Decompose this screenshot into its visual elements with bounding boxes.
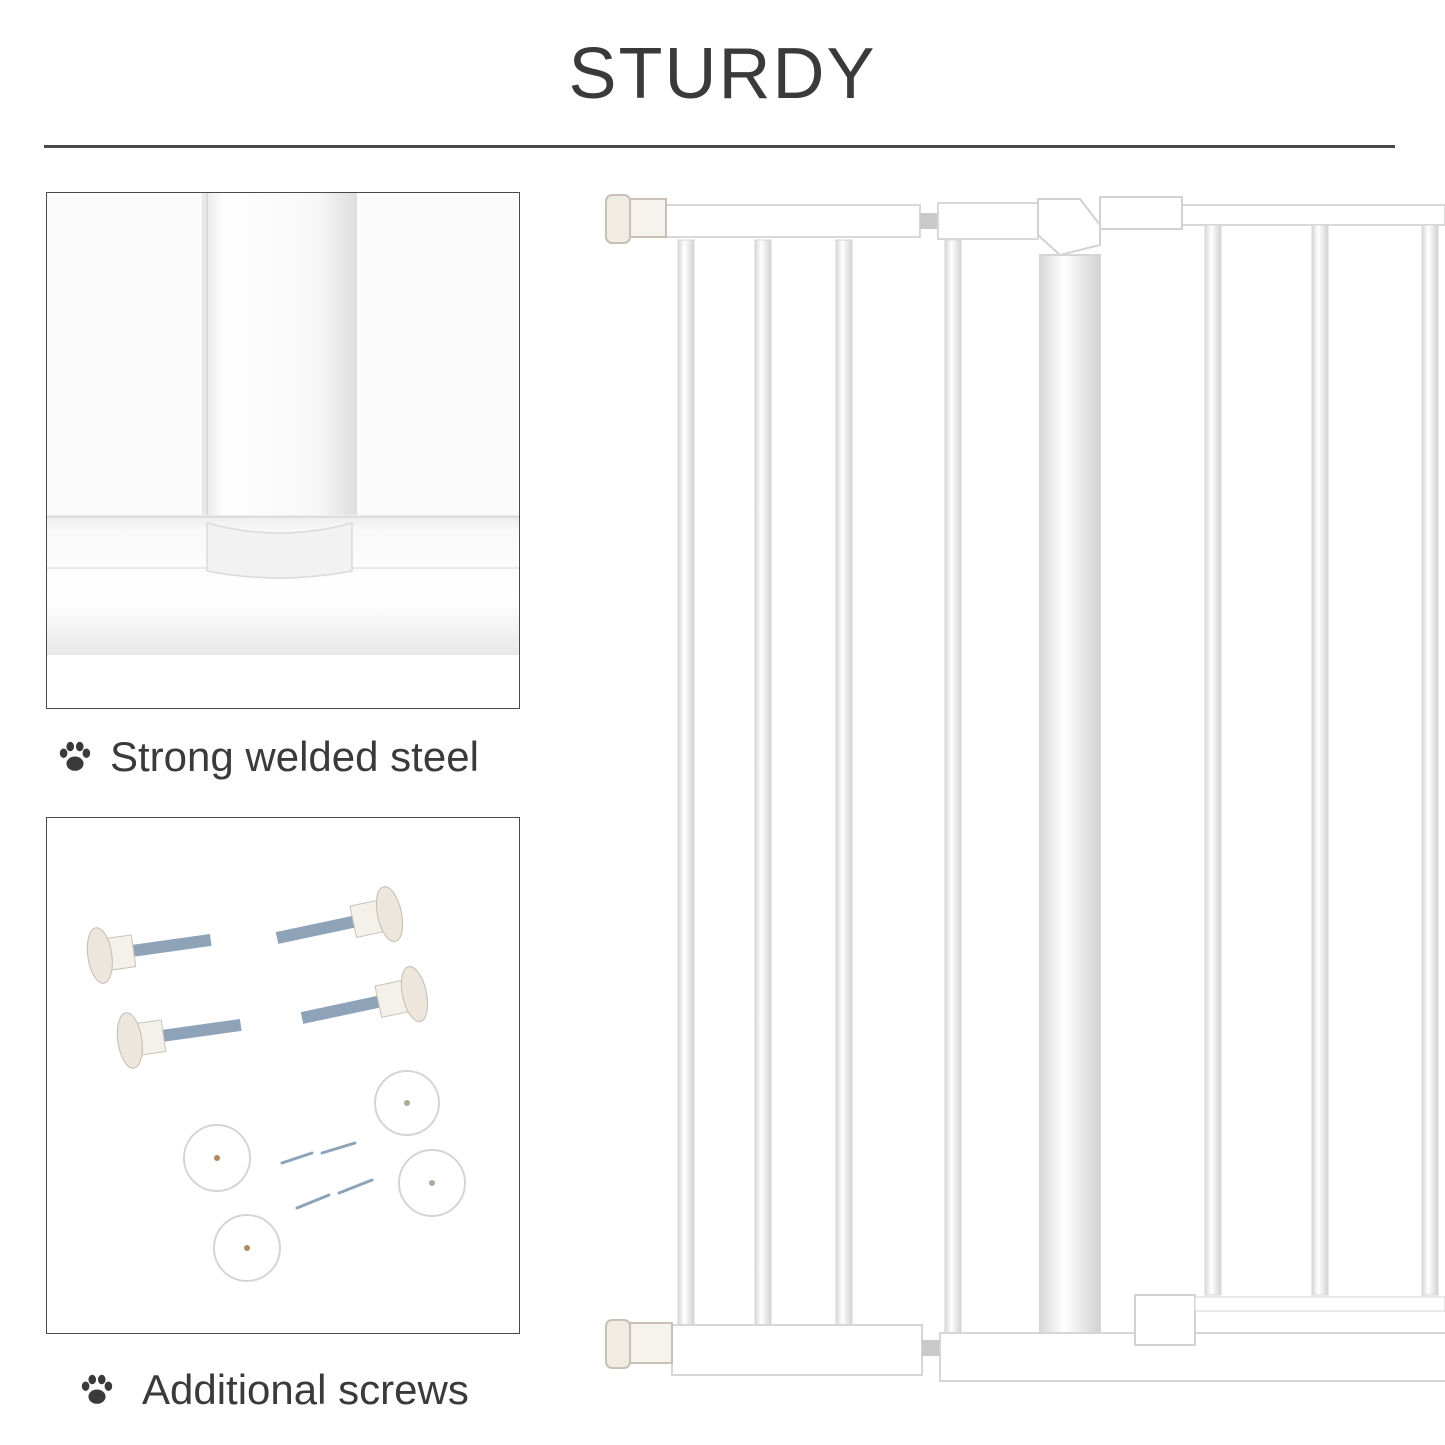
feature-welded-steel: Strong welded steel [56, 733, 479, 781]
feature-additional-screws: Additional screws [78, 1366, 469, 1414]
safety-gate-image [600, 185, 1445, 1390]
paw-icon [59, 741, 91, 771]
welded-steel-closeup-image [46, 192, 520, 709]
feature-label: Additional screws [142, 1366, 469, 1413]
additional-screws-image [46, 817, 520, 1334]
paw-icon [81, 1374, 113, 1404]
page-title: STURDY [568, 34, 877, 114]
feature-label: Strong welded steel [110, 733, 479, 780]
title-divider [44, 145, 1395, 148]
